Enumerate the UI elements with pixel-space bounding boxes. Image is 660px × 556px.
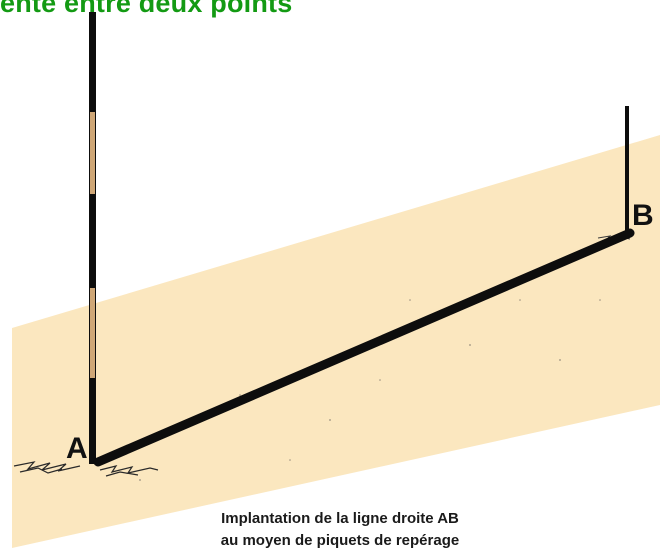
caption-line-2: au moyen de piquets de repérage <box>220 532 460 549</box>
line-ab <box>93 228 635 467</box>
caption-line-1: Implantation de la ligne droite AB <box>221 510 459 527</box>
page-title: ente entre deux points <box>0 0 293 18</box>
stake-b <box>625 106 629 234</box>
point-a-label: A <box>66 432 88 465</box>
ground-texture <box>139 299 601 481</box>
ground-scribble-a <box>13 461 159 477</box>
stake-a <box>89 12 96 464</box>
diagram-caption: Implantation de la ligne droite AB au mo… <box>140 508 540 552</box>
point-b-label: B <box>632 199 654 232</box>
ground-plane <box>12 135 660 548</box>
